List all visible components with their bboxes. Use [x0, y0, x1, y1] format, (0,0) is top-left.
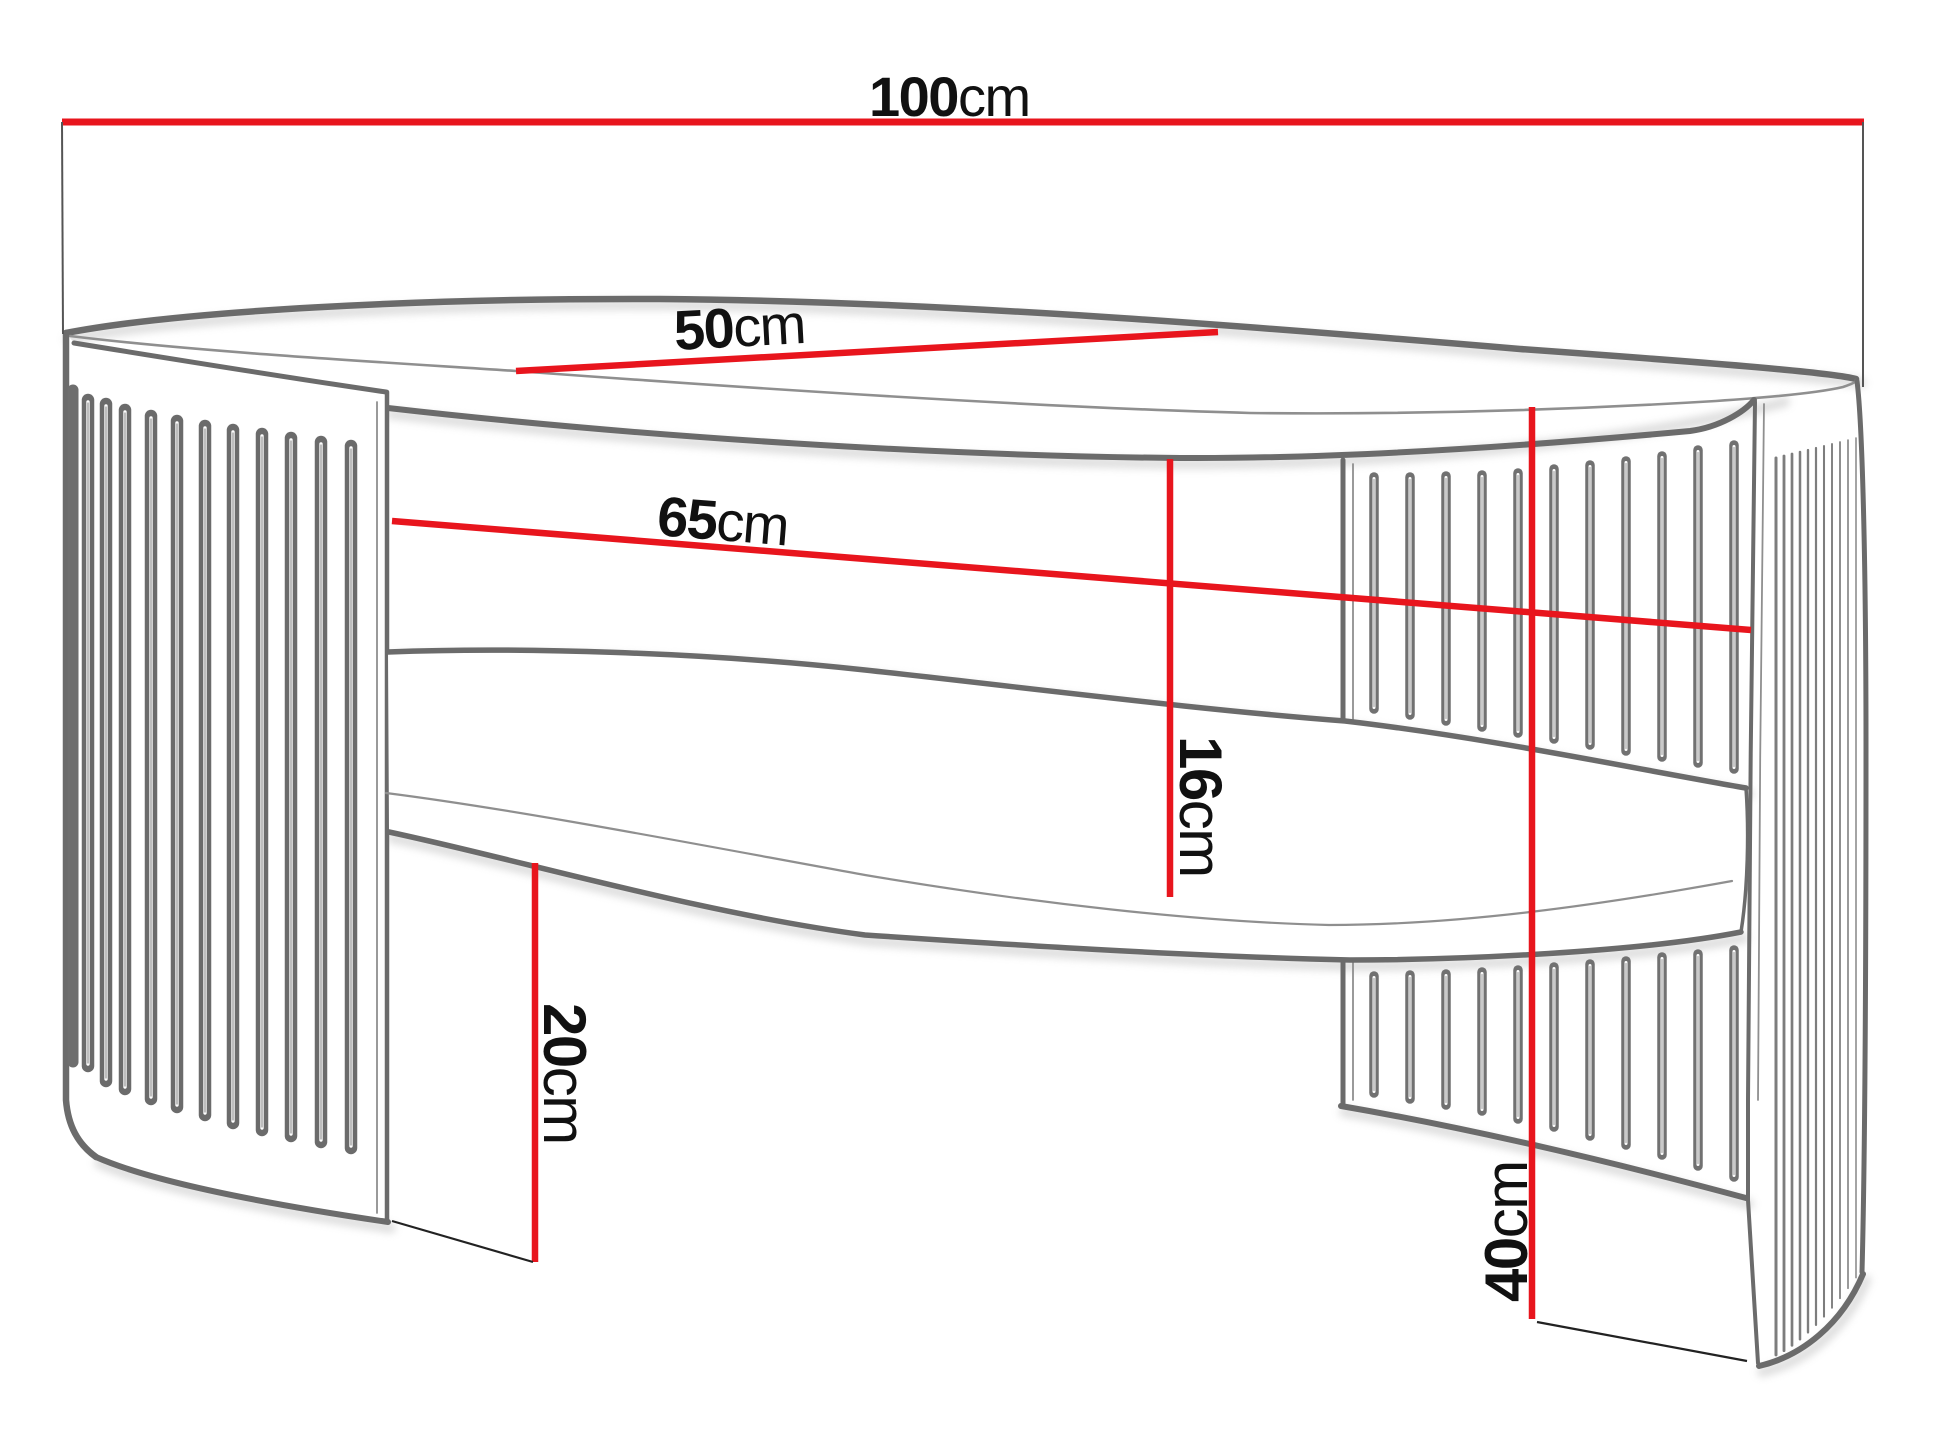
- svg-text:65cm: 65cm: [655, 484, 791, 557]
- svg-text:50cm: 50cm: [672, 292, 806, 362]
- svg-text:16cm: 16cm: [1167, 736, 1234, 877]
- svg-text:20cm: 20cm: [531, 1003, 598, 1144]
- svg-text:40cm: 40cm: [1473, 1161, 1540, 1302]
- svg-text:100cm: 100cm: [869, 65, 1030, 128]
